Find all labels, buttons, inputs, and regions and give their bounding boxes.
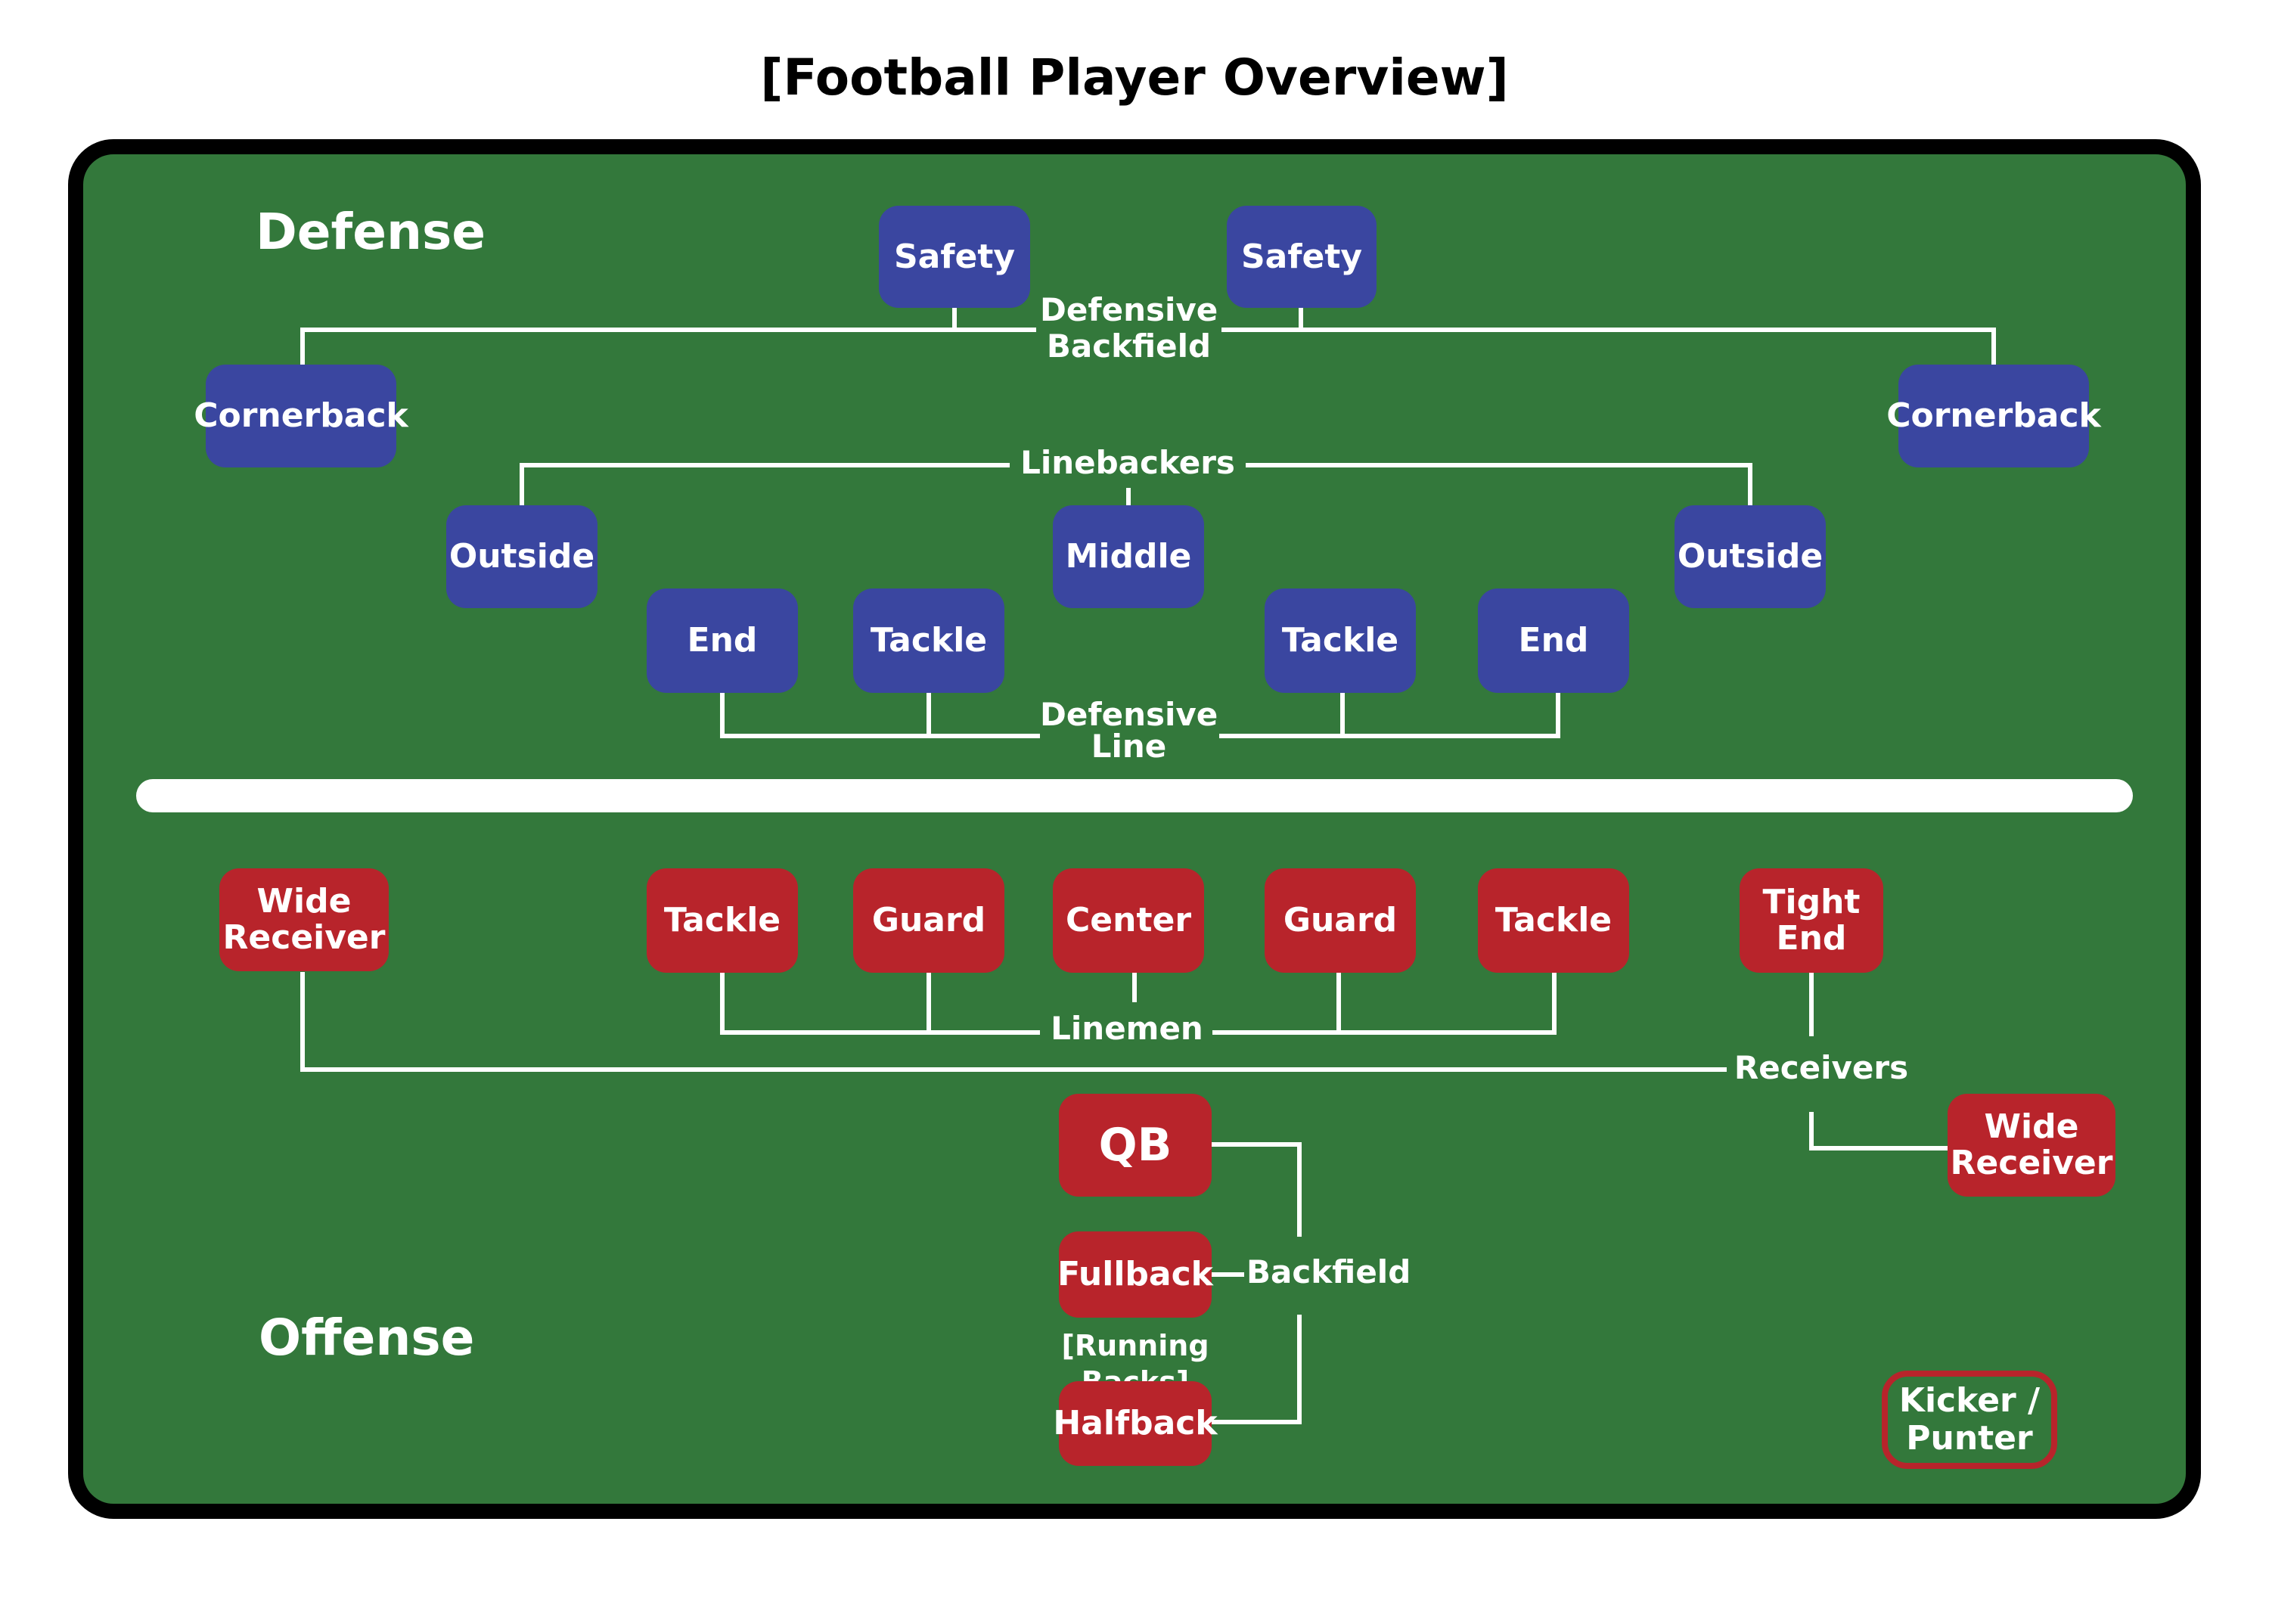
kicker-punter-node: Kicker / Punter [1882, 1371, 2057, 1469]
qb-node: QB [1059, 1094, 1212, 1197]
guard-right-node: Guard [1265, 868, 1416, 973]
connector-outside-right [1246, 463, 1752, 507]
middle-node: Middle [1053, 505, 1204, 608]
defense-heading: Defense [256, 203, 486, 261]
connector-wr-left [300, 972, 1727, 1072]
connector-qb [1212, 1142, 1302, 1237]
linebackers-label: Linebackers [1020, 444, 1235, 481]
connector-cornerback-right [1299, 306, 1996, 366]
outside-right-node: Outside [1675, 505, 1826, 608]
line-of-scrimmage [136, 779, 2133, 812]
cornerback-right-node: Cornerback [1886, 365, 2101, 467]
connector-dl-right [1219, 692, 1560, 738]
wide-receiver-left-node: Wide Receiver [219, 868, 389, 971]
tackle-left-node-offense: Tackle [647, 868, 798, 973]
backfield-label: Backfield [1246, 1253, 1411, 1290]
end-right-node: End [1478, 588, 1629, 693]
connector-cornerback-left [300, 306, 957, 366]
connector-ol-right [1212, 972, 1557, 1035]
tackle-right-node-offense: Tackle [1478, 868, 1629, 973]
receivers-label: Receivers [1734, 1049, 1909, 1086]
tight-end-node: Tight End [1740, 868, 1883, 973]
football-field [68, 139, 2201, 1519]
linemen-label: Linemen [1051, 1010, 1203, 1047]
tackle-left-node: Tackle [853, 588, 1004, 693]
connector-halfback [1212, 1315, 1302, 1424]
end-left-node: End [647, 588, 798, 693]
offense-heading: Offense [259, 1309, 475, 1367]
diagram-title: [Football Player Overview] [760, 48, 1509, 107]
connector-dl-left [720, 692, 1040, 738]
safety-left-node: Safety [879, 206, 1030, 308]
safety-right-node: Safety [1227, 206, 1377, 308]
guard-left-node: Guard [853, 868, 1004, 973]
outside-left-node: Outside [446, 505, 598, 608]
halfback-node: Halfback [1053, 1381, 1218, 1466]
connector-wr-right [1809, 1112, 1948, 1150]
connector-ol-left [720, 972, 1040, 1035]
wide-receiver-right-node: Wide Receiver [1948, 1094, 2115, 1197]
fullback-node: Fullback [1057, 1231, 1213, 1318]
defensive-line-label: Defensive Line [1040, 696, 1218, 765]
center-node: Center [1053, 868, 1204, 973]
cornerback-left-node: Cornerback [194, 365, 408, 467]
defensive-backfield-label: Defensive Backfield [1040, 291, 1218, 365]
tackle-right-node: Tackle [1265, 588, 1416, 693]
connector-outside-left [520, 463, 1010, 507]
